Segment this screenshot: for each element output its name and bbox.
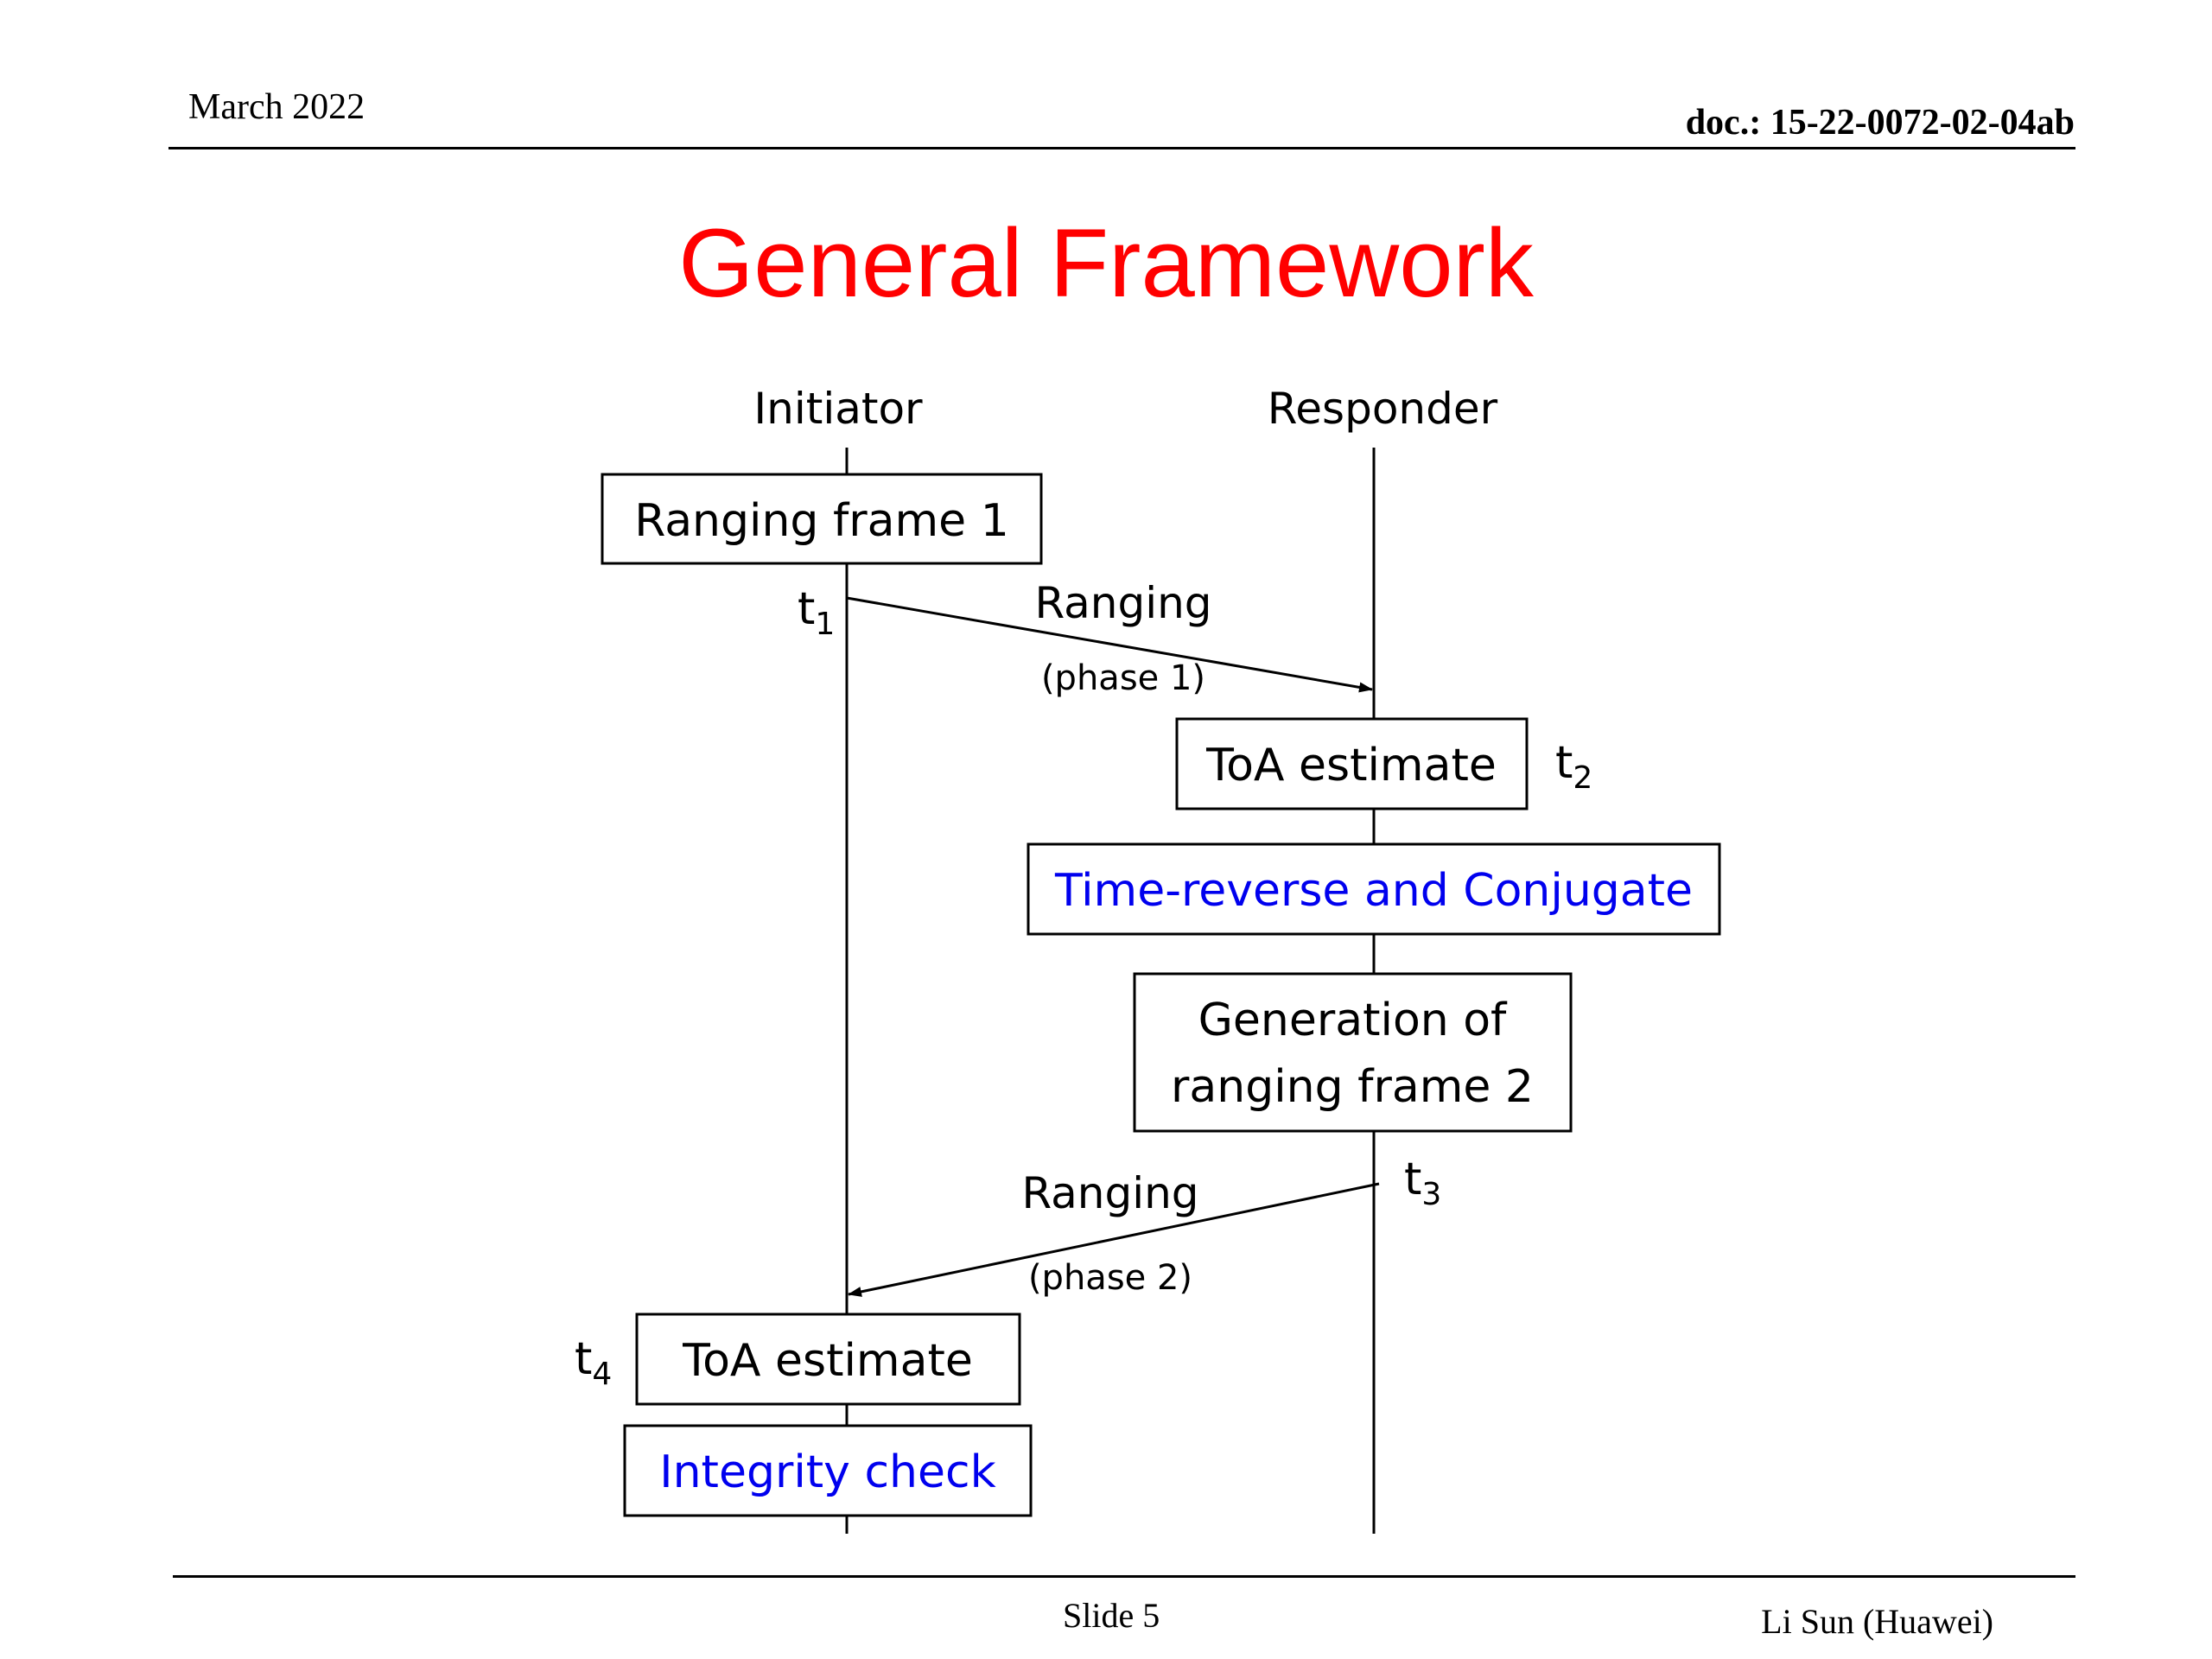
initiator-label: Initiator: [753, 384, 923, 434]
toa-estimate-responder-label: ToA estimate: [1205, 740, 1497, 791]
integrity-check-label: Integrity check: [659, 1446, 995, 1498]
footer-divider: [173, 1575, 2075, 1578]
footer-slide-number: Slide 5: [1063, 1596, 1160, 1635]
phase1-arrow: [846, 596, 1373, 693]
timestamp-t4: t4: [575, 1333, 612, 1392]
ranging-frame-1-box: Ranging frame 1: [601, 473, 1043, 565]
integrity-check-box: Integrity check: [623, 1424, 1033, 1517]
time-reverse-label: Time-reverse and Conjugate: [1054, 865, 1693, 917]
timestamp-t1: t1: [798, 583, 835, 642]
header-doc-id: doc.: 15-22-0072-02-04ab: [1685, 103, 2075, 143]
phase2-sub-label: (phase 2): [1028, 1258, 1192, 1298]
phase2-arrow: [848, 1182, 1380, 1297]
phase2-label: Ranging: [1021, 1168, 1198, 1218]
ranging-frame-1-label: Ranging frame 1: [634, 495, 1009, 547]
timestamp-t3: t3: [1404, 1154, 1441, 1212]
phase1-label: Ranging: [1034, 578, 1211, 628]
timestamp-t2: t2: [1555, 737, 1592, 796]
toa-estimate-responder-box: ToA estimate: [1175, 717, 1529, 810]
responder-label: Responder: [1268, 384, 1498, 434]
toa-estimate-initiator-box: ToA estimate: [635, 1313, 1021, 1406]
generation-box: Generation of ranging frame 2: [1133, 972, 1573, 1133]
toa-estimate-initiator-label: ToA estimate: [682, 1335, 973, 1387]
time-reverse-box: Time-reverse and Conjugate: [1027, 842, 1721, 936]
header-divider: [168, 147, 2075, 149]
footer-author: Li Sun (Huawei): [1761, 1602, 1993, 1641]
generation-label-line2: ranging frame 2: [1171, 1061, 1534, 1113]
slide-title: General Framework: [678, 209, 1534, 317]
phase1-sub-label: (phase 1): [1041, 658, 1205, 698]
header-date: March 2022: [188, 87, 365, 127]
generation-label-line1: Generation of: [1198, 995, 1508, 1046]
